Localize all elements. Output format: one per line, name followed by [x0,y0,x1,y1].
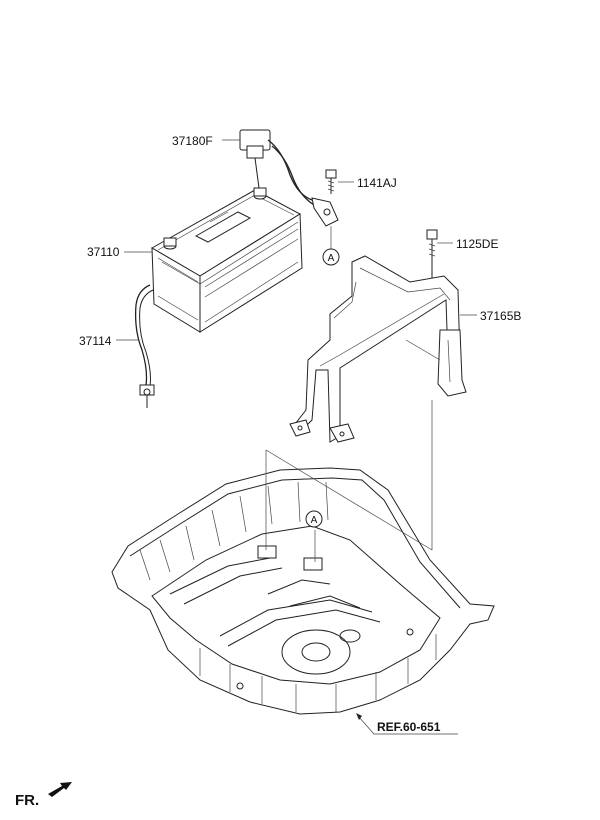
positive-cable [239,129,339,227]
part-number-37110: 37110 [87,245,120,259]
label-37110: 37110 [87,245,152,259]
callout-letter-upper: A [328,253,335,264]
label-37114: 37114 [79,334,138,348]
floor-pan [111,467,495,715]
label-37165b: 37165B [460,309,521,323]
front-indicator: FR. [15,782,72,809]
front-label: FR. [15,792,39,809]
bolt-1141aj [325,169,337,194]
callout-a-upper: A [322,226,340,266]
label-1125de: 1125DE [437,237,498,251]
battery [150,187,303,333]
reference-callout: REF.60-651 [356,713,458,735]
part-number-37114: 37114 [79,334,112,348]
part-number-1125de: 1125DE [456,237,498,251]
negative-cable [134,284,155,408]
assembly-guide-lines [265,400,433,562]
front-arrow-icon [48,782,72,797]
part-number-1141aj: 1141AJ [357,176,397,190]
label-1141aj: 1141AJ [338,176,397,190]
callout-letter-lower: A [311,515,318,526]
label-37180f: 37180F [172,134,240,148]
battery-tray-bracket [289,255,467,443]
bolt-1125de [426,229,438,278]
reference-label: REF.60-651 [377,720,441,734]
callout-a-lower: A [305,510,323,528]
part-number-37165b: 37165B [480,309,521,323]
part-number-37180f: 37180F [172,134,213,148]
